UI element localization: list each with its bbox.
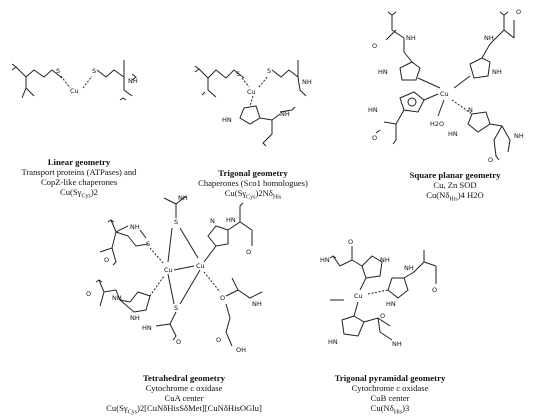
square-o-lr: O — [488, 156, 493, 164]
trigonal-imid-hn: HN — [222, 116, 232, 124]
caption-linear-line1: Transport proteins (ATPases) and — [21, 167, 137, 177]
caption-linear-title: Linear geometry — [47, 157, 111, 167]
tetra-o-bottom: O — [176, 338, 181, 346]
caption-trigonal-formula: Cu(SγCys)2NδHis — [224, 188, 282, 201]
caption-linear-formula: Cu(SγCys)2 — [60, 187, 98, 200]
tetra-o-ul: O — [104, 256, 109, 264]
caption-pyramidal-formula: Cu(NδHis)3 — [370, 403, 410, 416]
square-nh-lr: NH — [514, 132, 524, 140]
square-n-lr: N — [468, 106, 473, 114]
tetra-o-glu2: O — [216, 336, 221, 344]
caption-square: Square planar geometry Cu, Zn SOD Cu(NδH… — [380, 170, 530, 203]
tetra-n-lh: NH — [130, 314, 140, 322]
pyr-o-top: O — [348, 238, 353, 246]
trigonal-s-right: S — [267, 67, 271, 75]
caption-pyramidal-line2: CuB center — [370, 393, 410, 403]
square-hn-left: HN — [368, 106, 378, 114]
pyr-o-right: O — [432, 286, 437, 294]
tetrahedral-structure: NH O S S NH Cu Cu S HN O O NH NH — [86, 194, 263, 354]
caption-linear-line2: CopZ-like chaperones — [40, 177, 118, 187]
pyramidal-structure: HN O NH Cu HN NH O HN O NH — [320, 238, 437, 348]
trigonal-imid-nh: NH — [280, 110, 290, 118]
tetra-hn-rh: HN — [226, 216, 236, 224]
tetra-nh-ul: NH — [130, 223, 140, 231]
tetra-nh-top: NH — [178, 194, 188, 202]
pyr-nh-ring-top: NH — [380, 256, 390, 264]
tetra-o-rh: O — [246, 248, 251, 256]
tetra-s-met: S — [146, 240, 150, 248]
caption-tetrahedral: Tetrahedral geometry Cytochrome c oxidas… — [84, 373, 284, 416]
trigonal-nh: NH — [302, 78, 312, 86]
square-o-ur: O — [516, 8, 521, 16]
tetra-cu-right: Cu — [196, 262, 205, 270]
caption-tetrahedral-formula: Cu(SγCys)2[CuNδHisSδMet][CuNδHisOGlu] — [106, 403, 262, 416]
caption-pyramidal: Trigonal pyramidal geometry Cytochrome c… — [300, 373, 480, 416]
pyr-o-bottom: O — [380, 312, 385, 320]
pyr-hn-right: HN — [386, 300, 396, 308]
caption-square-line1: Cu, Zn SOD — [433, 180, 477, 190]
square-cu: Cu — [440, 90, 449, 98]
pyr-hn-bottom: HN — [328, 338, 338, 346]
tetra-o-lh: O — [86, 290, 91, 298]
square-nh-ring-ur: NH — [492, 68, 502, 76]
tetra-nh-lh: NH — [112, 294, 122, 302]
square-hn-ul: HN — [378, 68, 388, 76]
pyr-nh-right: NH — [404, 264, 414, 272]
trigonal-structure: S Cu S NH HN NH — [194, 60, 312, 147]
trigonal-s-left: S — [236, 70, 240, 78]
caption-square-title: Square planar geometry — [409, 170, 501, 180]
caption-linear: Linear geometry Transport proteins (ATPa… — [4, 157, 154, 200]
caption-tetrahedral-line2: CuA center — [164, 393, 204, 403]
caption-trigonal: Trigonal geometry Chaperones (Sco1 homol… — [178, 168, 328, 201]
tetra-hn-bottom: HN — [142, 324, 152, 332]
tetra-s-top: S — [174, 218, 178, 226]
tetra-nh-glu: NH — [252, 300, 262, 308]
tetra-oh-glu: OH — [236, 346, 246, 354]
linear-s-right: S — [92, 67, 96, 75]
tetra-o-glu: O — [220, 294, 225, 302]
linear-structure: S Cu S NH — [11, 60, 138, 101]
caption-trigonal-line1: Chaperones (Sco1 homologues) — [198, 178, 308, 188]
square-hn-lr: HN — [448, 130, 458, 138]
pyr-cu: Cu — [354, 292, 363, 300]
caption-pyramidal-line1: Cytochrome c oxidase — [351, 383, 429, 393]
caption-tetrahedral-line1: Cytochrome c oxidase — [145, 383, 223, 393]
square-nh-ur: NH — [484, 34, 494, 42]
square-o-ul: O — [372, 42, 377, 50]
caption-trigonal-title: Trigonal geometry — [218, 168, 288, 178]
tetra-s-bottom: S — [174, 304, 178, 312]
tetra-cu-left: Cu — [164, 266, 173, 274]
caption-pyramidal-title: Trigonal pyramidal geometry — [334, 373, 446, 383]
square-nh-ul: NH — [406, 34, 416, 42]
square-structure: NH O HN O NH NH Cu HN O H2O N HN — [368, 8, 524, 164]
square-o-left: O — [372, 134, 377, 142]
tetra-n-rh: N — [210, 217, 215, 225]
trigonal-cu: Cu — [247, 88, 256, 96]
linear-cu: Cu — [70, 87, 79, 95]
caption-square-formula: Cu(NδHis)4 H2O — [426, 190, 484, 203]
square-h2o: H2O — [430, 120, 444, 128]
pyr-hn-top: HN — [320, 256, 330, 264]
linear-nh: NH — [128, 77, 138, 85]
caption-tetrahedral-title: Tetrahedral geometry — [143, 373, 225, 383]
pyr-nh-bottom: NH — [392, 340, 402, 348]
linear-s-left: S — [56, 67, 60, 75]
